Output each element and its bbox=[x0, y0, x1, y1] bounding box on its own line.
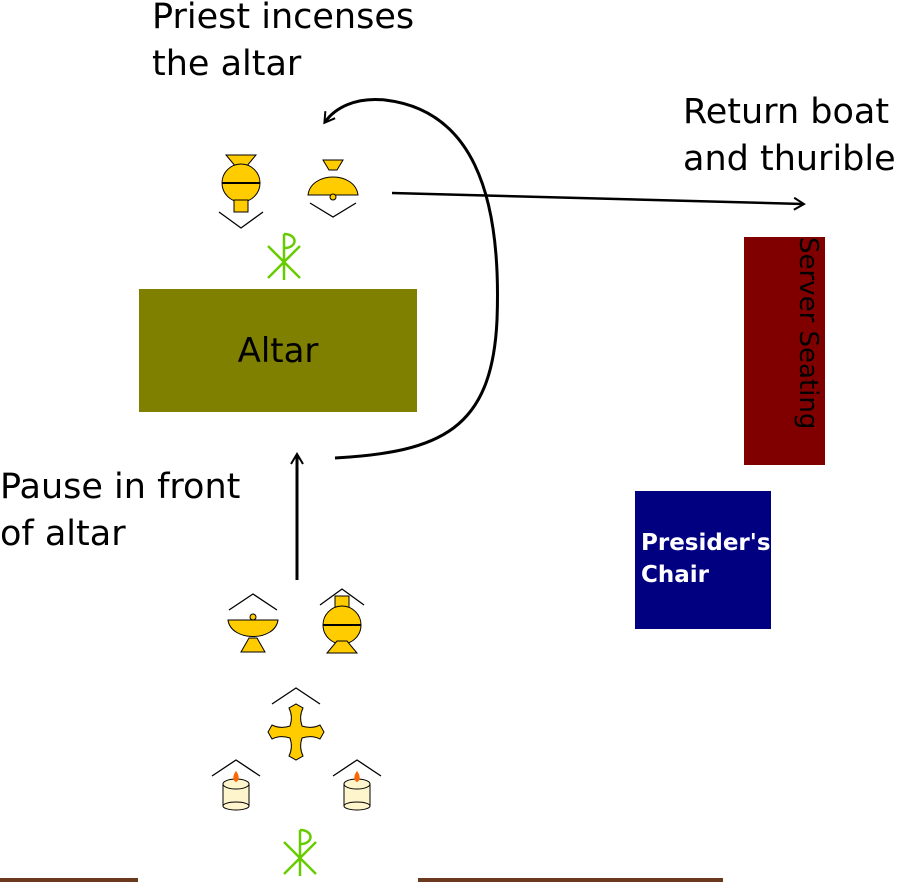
incense-arrow bbox=[323, 98, 499, 460]
candle-icon bbox=[211, 759, 261, 811]
incense-label: Priest incenses the altar bbox=[152, 0, 415, 84]
return-arrow bbox=[391, 191, 806, 211]
altar-label: Altar bbox=[237, 330, 319, 371]
altar: Altar bbox=[139, 289, 417, 412]
chi-rho-icon bbox=[283, 828, 317, 876]
return-label: Return boat and thurible bbox=[683, 92, 896, 179]
server-seating: Server Seating bbox=[744, 237, 825, 465]
incense-boat-icon bbox=[307, 159, 359, 218]
incense-boat-icon bbox=[227, 593, 279, 653]
thurible-icon bbox=[319, 588, 365, 654]
chi-rho-icon bbox=[267, 232, 301, 280]
presiders-chair-label: Presider's Chair bbox=[641, 530, 771, 588]
thurible-icon bbox=[218, 154, 264, 229]
presiders-chair: Presider's Chair bbox=[635, 491, 771, 629]
pause-label: Pause in front of altar bbox=[0, 467, 241, 554]
candle-icon bbox=[332, 759, 382, 811]
processional-cross-icon bbox=[267, 687, 325, 761]
